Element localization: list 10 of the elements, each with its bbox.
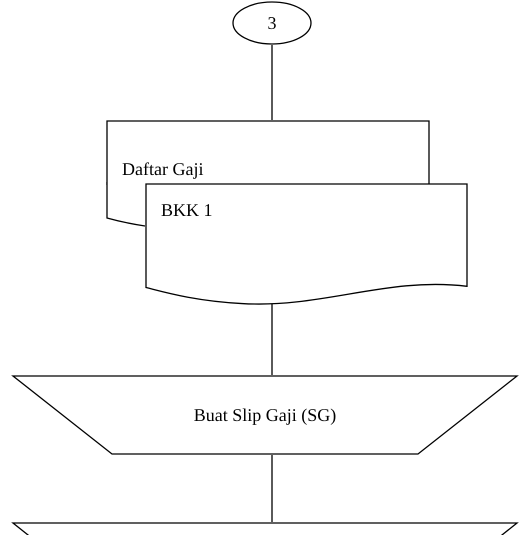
node-label: BKK 1 [161, 200, 213, 220]
node-label: Daftar Gaji [122, 159, 204, 179]
document-shape [145, 183, 468, 306]
manual-operation-trapezoid [12, 375, 518, 455]
node-label: Buat Slip Gaji (SG) [194, 404, 336, 426]
document-shape [106, 120, 430, 183]
connector-line [271, 45, 273, 120]
connector-line [271, 455, 273, 522]
connector-circle [232, 1, 312, 45]
node-label: 3 [268, 12, 276, 34]
